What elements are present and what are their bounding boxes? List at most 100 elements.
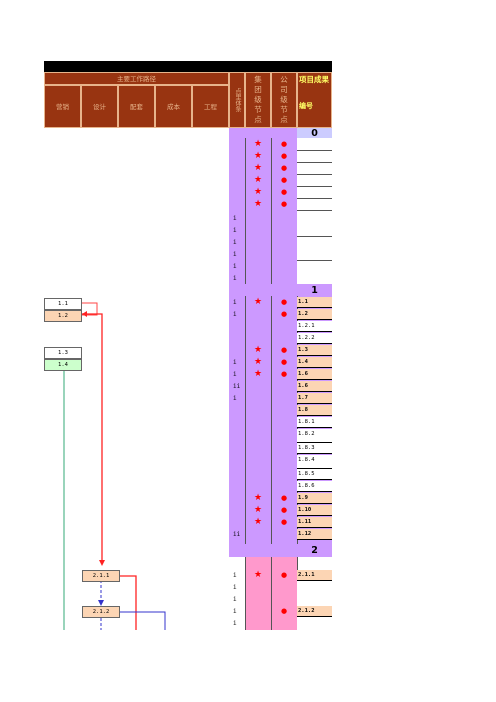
result-code: 2.1.2 — [297, 606, 332, 617]
main-path-title: 主要工作路径 — [44, 72, 229, 85]
system-flag: i — [233, 584, 237, 591]
system-flag: ii — [233, 383, 241, 390]
flow-box-2-1-2: 2.1.2 — [82, 606, 120, 618]
result-code: 1.2.2 — [297, 333, 332, 344]
grid-line — [245, 138, 246, 284]
result-code: 1.8.6 — [297, 481, 332, 492]
result-blank — [297, 581, 332, 606]
group-node-star: ★ — [253, 187, 263, 197]
result-code: 1.1 — [297, 297, 332, 308]
system-flag: i — [233, 215, 237, 222]
result-code: 1.6 — [297, 381, 332, 392]
group-node-star: ★ — [253, 505, 263, 515]
company-node-dot: ● — [280, 571, 288, 579]
arrow-head — [82, 311, 87, 317]
section-2-header — [229, 544, 332, 557]
grid-line — [245, 296, 246, 544]
result-code: 1.7 — [297, 393, 332, 404]
group-node-star: ★ — [253, 345, 263, 355]
company-node-dot: ● — [280, 518, 288, 526]
result-code: 1.6 — [297, 369, 332, 380]
grid-line — [297, 174, 332, 175]
system-flag: i — [233, 608, 237, 615]
result-code: 1.3 — [297, 345, 332, 356]
system-flag: i — [233, 311, 237, 318]
system-flag: i — [233, 596, 237, 603]
section-0-number: 0 — [311, 128, 318, 139]
system-flag: i — [233, 572, 237, 579]
company-node-dot: ● — [280, 494, 288, 502]
flow-box-1-2: 1.2 — [44, 310, 82, 322]
grid-line — [297, 198, 332, 199]
grid-line — [297, 186, 332, 187]
group-node-star: ★ — [253, 369, 263, 379]
group-node-star: ★ — [253, 175, 263, 185]
group-node-star: ★ — [253, 570, 263, 580]
grid-line — [297, 260, 332, 261]
group-node-star: ★ — [253, 139, 263, 149]
group-node-star: ★ — [253, 199, 263, 209]
col-group-node: 集团级节点 — [245, 72, 271, 128]
result-code: 1.2.1 — [297, 321, 332, 332]
result-code: 1.4 — [297, 357, 332, 368]
company-node-dot: ● — [280, 506, 288, 514]
col-engineering: 工程 — [192, 85, 229, 128]
result-code: 1.8.3 — [297, 443, 332, 454]
system-flag: i — [233, 299, 237, 306]
grid-line — [271, 557, 272, 630]
grid-line — [297, 210, 332, 211]
system-flag: ii — [233, 531, 241, 538]
col-group-label: 集团级节点 — [254, 75, 262, 124]
arrow-head — [98, 600, 104, 606]
company-node-dot: ● — [280, 358, 288, 366]
flow-box-2-1-1: 2.1.1 — [82, 570, 120, 582]
col-company-node: 公司级节点 — [271, 72, 297, 128]
col-code-label: 编号 — [299, 101, 313, 110]
result-code: 1.8.4 — [297, 455, 332, 469]
system-flag: i — [233, 239, 237, 246]
section-1-number: 1 — [311, 285, 318, 296]
result-blank — [297, 617, 332, 630]
result-code: 2.1.1 — [297, 570, 332, 581]
section-2-number: 2 — [311, 545, 318, 556]
system-flag: i — [233, 371, 237, 378]
system-flag: i — [233, 395, 237, 402]
system-flag: i — [233, 227, 237, 234]
top-bar — [44, 61, 332, 72]
result-code: 1.8 — [297, 405, 332, 416]
result-code: 1.9 — [297, 493, 332, 504]
company-node-dot: ● — [280, 152, 288, 160]
grid-line — [271, 296, 272, 544]
col-system-label: 点里体条 — [234, 88, 241, 112]
company-node-dot: ● — [280, 346, 288, 354]
result-code: 1.8.5 — [297, 469, 332, 480]
flow-box-1-1: 1.1 — [44, 298, 82, 310]
group-node-star: ★ — [253, 357, 263, 367]
company-node-dot: ● — [280, 164, 288, 172]
result-code: 1.10 — [297, 505, 332, 516]
flow-box-1-3: 1.3 — [44, 347, 82, 359]
grid-line — [297, 150, 332, 151]
result-code: 1.8.1 — [297, 417, 332, 428]
col-cost: 成本 — [155, 85, 192, 128]
system-flag: i — [233, 263, 237, 270]
result-code: 1.11 — [297, 517, 332, 528]
system-flag: i — [233, 359, 237, 366]
company-node-dot: ● — [280, 607, 288, 615]
connector-blue-out — [120, 611, 166, 630]
system-flag: i — [233, 620, 237, 627]
connector-red-out — [120, 575, 137, 630]
company-node-dot: ● — [280, 370, 288, 378]
section-0-header — [297, 128, 332, 138]
col-system: 点里体条 — [229, 72, 245, 128]
result-code: 1.12 — [297, 529, 332, 540]
system-flag: i — [233, 251, 237, 258]
company-node-dot: ● — [280, 200, 288, 208]
connector-1-1-to-1-2 — [82, 302, 98, 316]
company-node-dot: ● — [280, 176, 288, 184]
col-supporting: 配套 — [118, 85, 155, 128]
grid-line — [271, 138, 272, 284]
section-0-block — [229, 128, 297, 284]
connector-1-2-to-2-1-1 — [82, 313, 103, 560]
col-result: 项目成果 编号 — [297, 72, 332, 128]
